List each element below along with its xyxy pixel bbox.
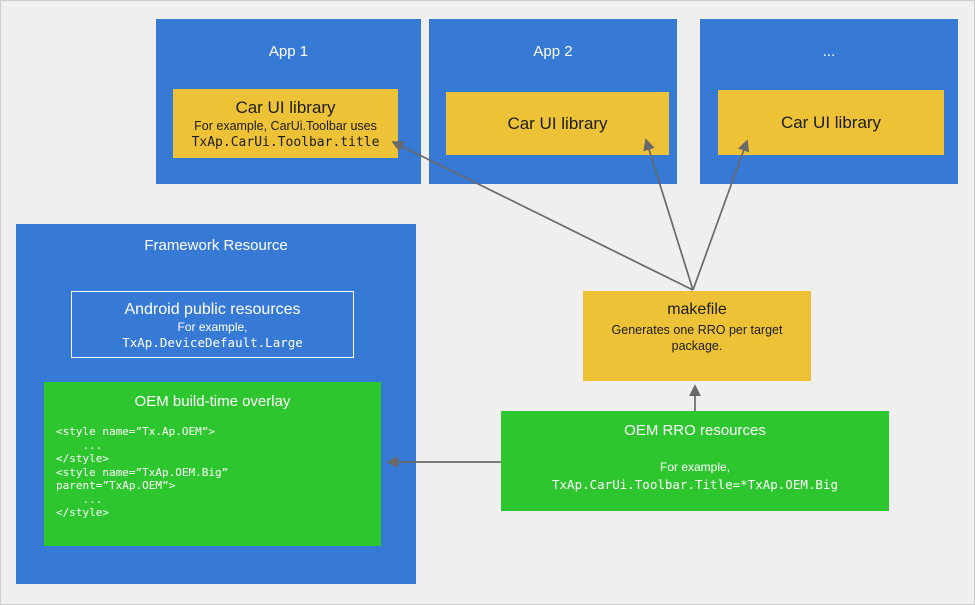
code-line: ... xyxy=(56,492,103,506)
code-line: </style> xyxy=(56,452,109,465)
android-public-resources-box: Android public resources For example, Tx… xyxy=(71,291,354,358)
app3-car-ui-library-box: Car UI library xyxy=(718,90,944,155)
app1-car-ui-library-subtitle: For example, CarUi.Toolbar uses xyxy=(194,118,377,133)
app2-car-ui-library-title: Car UI library xyxy=(507,114,608,133)
oem-rro-example-label: For example, xyxy=(659,460,731,474)
oem-build-time-overlay-title: OEM build-time overlay xyxy=(134,393,291,410)
app1-car-ui-library-box: Car UI library For example, CarUi.Toolba… xyxy=(173,89,398,158)
oem-rro-resources-title: OEM RRO resources xyxy=(624,422,766,439)
makefile-box: makefile Generates one RRO per target pa… xyxy=(583,291,811,381)
android-public-resources-example-label: For example, xyxy=(177,319,248,334)
android-public-resources-title: Android public resources xyxy=(124,300,301,318)
code-line: parent=”TxAp.OEM”> xyxy=(56,479,176,492)
app2-car-ui-library-box: Car UI library xyxy=(446,92,669,155)
app1-car-ui-library-code: TxAp.CarUi.Toolbar.title xyxy=(191,134,380,150)
app3-car-ui-library-title: Car UI library xyxy=(780,113,882,132)
makefile-description: Generates one RRO per target package. xyxy=(611,323,783,353)
makefile-title: makefile xyxy=(667,301,727,318)
oem-rro-resources-box: OEM RRO resources For example, TxAp.CarU… xyxy=(501,411,889,511)
app3-box: ... Car UI library xyxy=(700,19,958,184)
oem-rro-example-code: TxAp.CarUi.Toolbar.Title=*TxAp.OEM.Big xyxy=(552,477,838,492)
app3-title: ... xyxy=(822,43,836,60)
code-line: ... xyxy=(56,438,103,452)
app1-car-ui-library-title: Car UI library xyxy=(235,97,336,117)
oem-build-time-overlay-box: OEM build-time overlay <style name=”Tx.A… xyxy=(44,382,381,546)
android-public-resources-example-code: TxAp.DeviceDefault.Large xyxy=(122,334,303,350)
app2-box: App 2 Car UI library xyxy=(429,19,677,184)
app1-box: App 1 Car UI library For example, CarUi.… xyxy=(156,19,421,184)
framework-resource-box: Framework Resource Android public resour… xyxy=(16,224,416,584)
code-line: <style name=”TxAp.OEM.Big” xyxy=(56,465,229,479)
oem-overlay-code-block: <style name=”Tx.Ap.OEM”> ... </style> <s… xyxy=(56,425,381,520)
app2-title: App 2 xyxy=(533,43,573,60)
app1-title: App 1 xyxy=(268,43,309,60)
code-line: <style name=”Tx.Ap.OEM”> xyxy=(56,425,215,438)
code-line: </style> xyxy=(56,506,109,519)
framework-resource-title: Framework Resource xyxy=(144,237,288,254)
